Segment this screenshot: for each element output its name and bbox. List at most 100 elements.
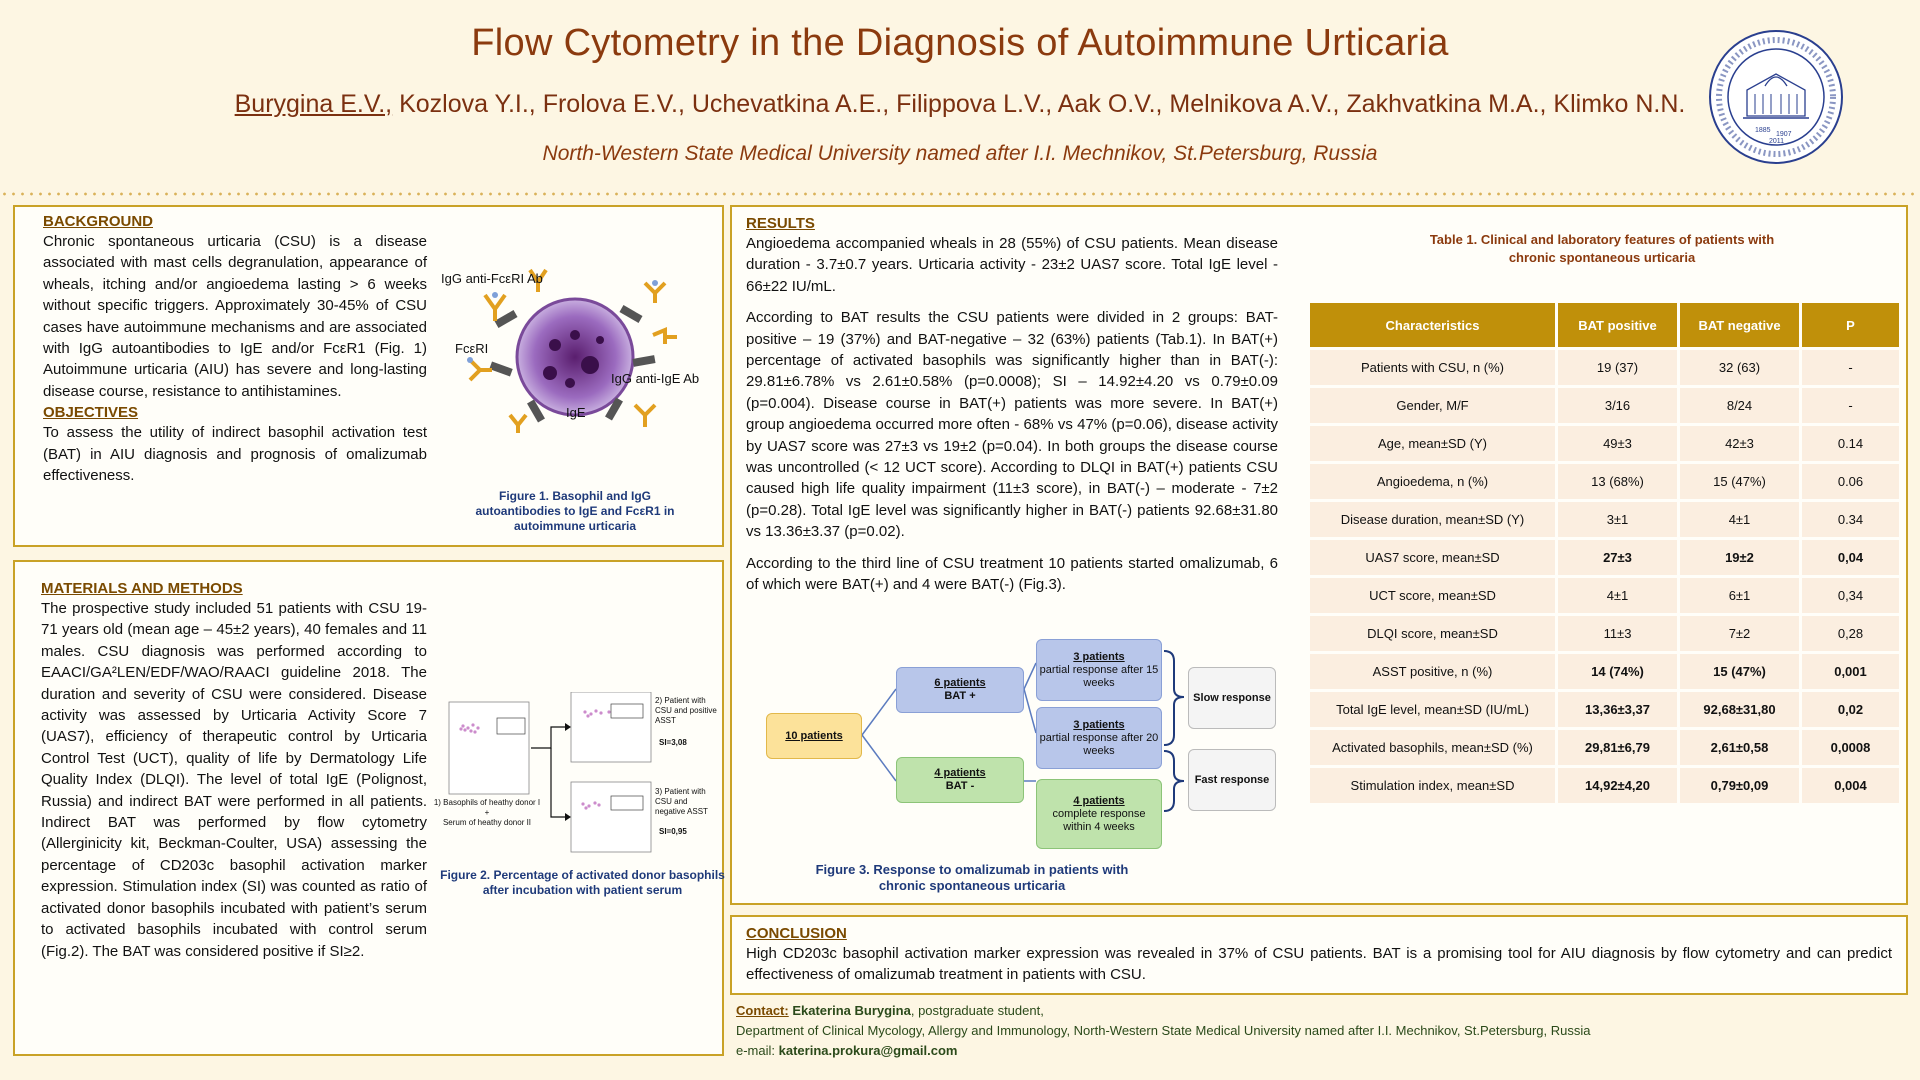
table-cell: 15 (47%) xyxy=(1680,464,1799,499)
table-cell: UCT score, mean±SD xyxy=(1310,578,1555,613)
table-header-cell: BAT negative xyxy=(1680,303,1799,347)
conclusion-heading: CONCLUSION xyxy=(746,925,847,942)
flow-box-partial-15: 3 patients partial response after 15 wee… xyxy=(1036,639,1162,701)
table-cell: 6±1 xyxy=(1680,578,1799,613)
objectives-heading: OBJECTIVES xyxy=(43,404,139,422)
figure-1-label-ige: IgE xyxy=(566,405,586,420)
table-header-row: Characteristics BAT positive BAT negativ… xyxy=(1310,303,1899,347)
results-heading: RESULTS xyxy=(746,215,815,232)
figure-2-label-positive: 2) Patient with CSU and positive ASST xyxy=(655,696,717,725)
table-cell: 14,92±4,20 xyxy=(1558,768,1677,803)
flow-box-partial-20: 3 patients partial response after 20 wee… xyxy=(1036,707,1162,769)
flow-box-fast-response: Fast response xyxy=(1188,749,1276,811)
table-cell: 4±1 xyxy=(1680,502,1799,537)
first-author: Burygina E.V., xyxy=(234,90,393,118)
table-cell: 7±2 xyxy=(1680,616,1799,651)
flowchart-connectors xyxy=(861,650,1185,812)
table-cell: - xyxy=(1802,350,1899,385)
plot-positive xyxy=(570,692,652,763)
plot-negative xyxy=(570,781,652,853)
flow-box-slow-response: Slow response xyxy=(1188,667,1276,729)
decorative-divider xyxy=(0,190,1920,198)
table-cell: ASST positive, n (%) xyxy=(1310,654,1555,689)
table-header-cell: BAT positive xyxy=(1558,303,1677,347)
table-cell: Total IgE level, mean±SD (IU/mL) xyxy=(1310,692,1555,727)
table-cell: Stimulation index, mean±SD xyxy=(1310,768,1555,803)
conclusion-text: High CD203c basophil activation marker e… xyxy=(746,945,1892,984)
table-cell: 11±3 xyxy=(1558,616,1677,651)
table-cell: Age, mean±SD (Y) xyxy=(1310,426,1555,461)
table-cell: 0,02 xyxy=(1802,692,1899,727)
table-cell: DLQI score, mean±SD xyxy=(1310,616,1555,651)
affiliation: North-Western State Medical University n… xyxy=(542,142,1378,165)
table-cell: 19±2 xyxy=(1680,540,1799,575)
figure-3-caption: Figure 3. Response to omalizumab in pati… xyxy=(815,862,1129,893)
methods-text: The prospective study included 51 patien… xyxy=(41,600,427,960)
figure-2-label-control: 1) Basophils of heathy donor I + Serum o… xyxy=(433,798,541,827)
contact-name: Ekaterina Burygina xyxy=(792,1003,911,1018)
table-cell: 14 (74%) xyxy=(1558,654,1677,689)
contact-role: , postgraduate student, xyxy=(910,1003,1044,1018)
table-cell: 4±1 xyxy=(1558,578,1677,613)
table-cell: 3/16 xyxy=(1558,388,1677,423)
other-authors: Kozlova Y.I., Frolova E.V., Uchevatkina … xyxy=(392,90,1686,118)
figure-1-label-right: IgG anti-IgE Ab xyxy=(611,371,700,386)
table-cell: 0.06 xyxy=(1802,464,1899,499)
results-paragraph-3: According to the third line of CSU treat… xyxy=(746,554,1278,594)
figure-2-caption: Figure 2. Percentage of activated donor … xyxy=(440,868,725,897)
figure-1-caption: Figure 1. Basophil and IgG autoantibodie… xyxy=(475,489,675,533)
methods-heading: MATERIALS AND METHODS xyxy=(41,580,243,597)
table-cell: 8/24 xyxy=(1680,388,1799,423)
table-row: ASST positive, n (%)14 (74%)15 (47%)0,00… xyxy=(1310,654,1899,689)
contact-label: Contact: xyxy=(736,1003,789,1018)
results-panel: RESULTS Angioedema accompanied wheals in… xyxy=(730,205,1908,905)
flow-box-bat-negative: 4 patients BAT - xyxy=(896,757,1024,803)
table-cell: 49±3 xyxy=(1558,426,1677,461)
table-cell: 0,0008 xyxy=(1802,730,1899,765)
table-cell: 0,28 xyxy=(1802,616,1899,651)
figure-2-si-positive: SI=3,08 xyxy=(659,738,687,747)
figure-2-flow-plots xyxy=(448,692,652,853)
figure-1-label-left: FcεRI xyxy=(455,341,489,356)
table-cell: - xyxy=(1802,388,1899,423)
table-cell: 32 (63) xyxy=(1680,350,1799,385)
table-row: Patients with CSU, n (%)19 (37)32 (63)- xyxy=(1310,350,1899,385)
table-cell: Activated basophils, mean±SD (%) xyxy=(1310,730,1555,765)
figure-1-basophil-diagram xyxy=(467,268,677,433)
flow-box-10-patients: 10 patients xyxy=(766,713,862,759)
table-cell: 15 (47%) xyxy=(1680,654,1799,689)
contact-block: Contact: Ekaterina Burygina, postgraduat… xyxy=(736,1001,1591,1061)
table-cell: 13 (68%) xyxy=(1558,464,1677,499)
table-cell: Gender, M/F xyxy=(1310,388,1555,423)
table-cell: 0,79±0,09 xyxy=(1680,768,1799,803)
table-cell: 92,68±31,80 xyxy=(1680,692,1799,727)
background-panel: BACKGROUND Chronic spontaneous urticaria… xyxy=(13,205,724,547)
figure-1-label-top: IgG anti-FcεRI Ab xyxy=(441,271,543,286)
logo-year-3: 2011 xyxy=(1769,138,1784,145)
table-cell: 0,004 xyxy=(1802,768,1899,803)
plot-control xyxy=(448,701,530,795)
email-address[interactable]: katerina.prokura@gmail.com xyxy=(778,1043,958,1058)
table-row: Total IgE level, mean±SD (IU/mL)13,36±3,… xyxy=(1310,692,1899,727)
table-cell: 0.14 xyxy=(1802,426,1899,461)
results-paragraph-2: According to BAT results the CSU patient… xyxy=(746,309,1278,541)
basophil-cell xyxy=(515,297,635,417)
table-cell: 0,04 xyxy=(1802,540,1899,575)
table-cell: Disease duration, mean±SD (Y) xyxy=(1310,502,1555,537)
objectives-text: To assess the utility of indirect basoph… xyxy=(43,424,427,485)
logo-year-1: 1885 xyxy=(1755,127,1771,134)
table-1: Characteristics BAT positive BAT negativ… xyxy=(1307,300,1902,806)
table-cell: 0,34 xyxy=(1802,578,1899,613)
table-cell: 13,36±3,37 xyxy=(1558,692,1677,727)
results-paragraph-1: Angioedema accompanied wheals in 28 (55%… xyxy=(746,235,1278,295)
figure-2-si-negative: SI=0,95 xyxy=(659,827,687,836)
background-heading: BACKGROUND xyxy=(43,213,153,230)
poster-header: Flow Cytometry in the Diagnosis of Autoi… xyxy=(0,0,1920,190)
table-cell: 29,81±6,79 xyxy=(1558,730,1677,765)
table-cell: Angioedema, n (%) xyxy=(1310,464,1555,499)
flow-box-complete-response: 4 patients complete response within 4 we… xyxy=(1036,779,1162,849)
